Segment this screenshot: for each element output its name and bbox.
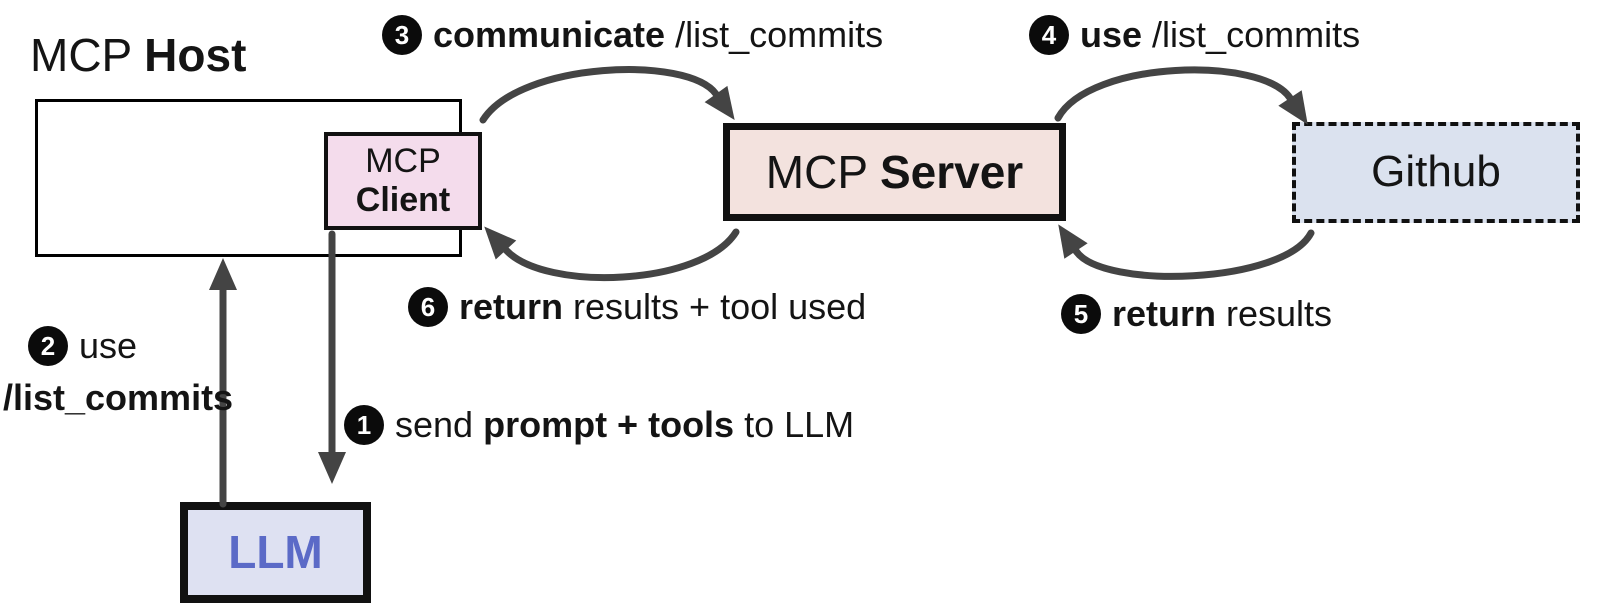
- step-4-label: 4 use /list_commits: [1029, 14, 1360, 56]
- step-6-number-badge: 6: [408, 287, 448, 327]
- step-6-label: 6 return results + tool used: [408, 286, 866, 328]
- step-5-label: 5 return results: [1061, 293, 1332, 335]
- step-3-number-badge: 3: [382, 15, 422, 55]
- step-4-number-badge: 4: [1029, 15, 1069, 55]
- step-2-number-badge: 2: [28, 326, 68, 366]
- step-2-text: use: [79, 325, 138, 366]
- arrow-step6-server-to-client: [484, 226, 740, 281]
- step-3-text: communicate /list_commits: [433, 14, 884, 55]
- client-label-line1: MCP: [365, 141, 441, 180]
- llm-label: LLM: [228, 526, 323, 579]
- diagram-title: MCP Host: [30, 28, 246, 82]
- step-5-number-badge: 5: [1061, 294, 1101, 334]
- mcp-client-box: MCP Client: [324, 132, 482, 230]
- arrow-step4-server-to-github: [1054, 66, 1308, 125]
- step-3-label: 3 communicate /list_commits: [382, 14, 883, 56]
- title-mcp: MCP: [30, 29, 145, 81]
- step-1-number-badge: 1: [344, 405, 384, 445]
- title-host: Host: [144, 29, 247, 81]
- github-label: Github: [1371, 147, 1501, 197]
- client-label-line2: Client: [355, 181, 451, 219]
- server-label: MCP Server: [765, 145, 1024, 198]
- llm-box: LLM: [180, 502, 371, 603]
- github-box: Github: [1292, 122, 1580, 223]
- step-2-label: 2 use /list_commits: [3, 325, 233, 419]
- step-2-line1: 2 use: [28, 325, 233, 367]
- step-2-command-text: /list_commits: [3, 377, 234, 418]
- arrow-step5-github-to-server: [1058, 224, 1315, 280]
- mcp-server-box: MCP Server: [723, 123, 1066, 221]
- step-4-text: use /list_commits: [1080, 14, 1361, 55]
- step-6-text: return results + tool used: [459, 286, 867, 327]
- step-1-label: 1 send prompt + tools to LLM: [344, 404, 854, 446]
- arrow-step3-client-to-server: [479, 66, 735, 124]
- step-5-text: return results: [1112, 293, 1333, 334]
- step-1-text: send prompt + tools to LLM: [395, 404, 855, 445]
